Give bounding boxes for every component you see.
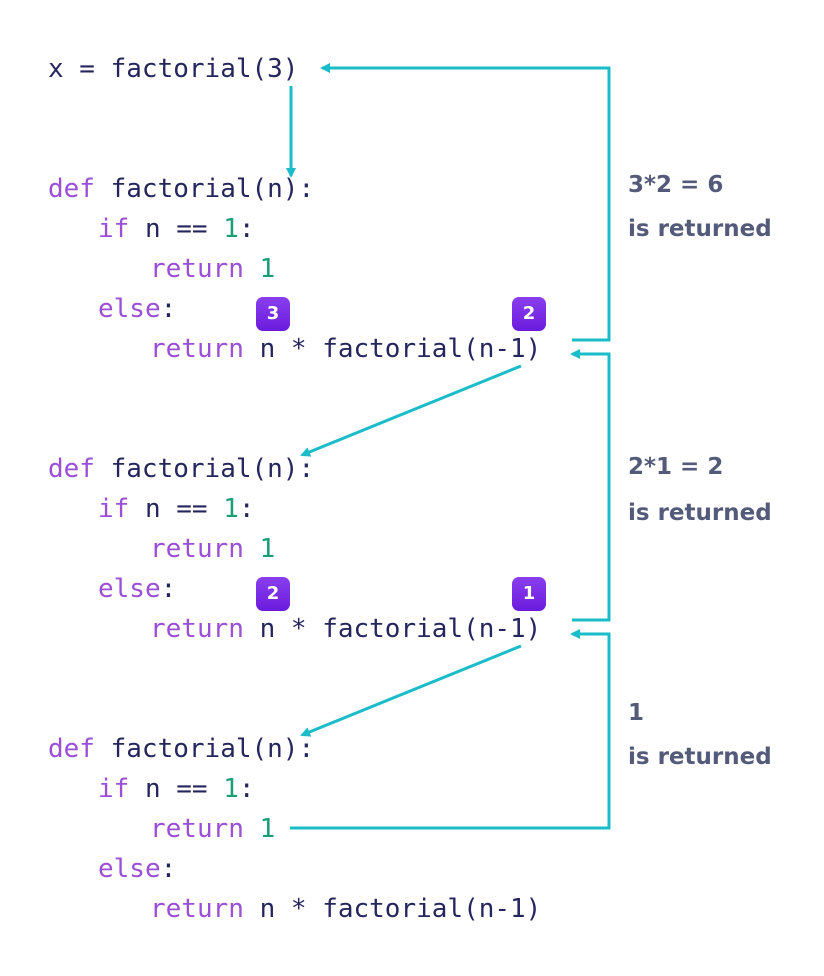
return-value-2: 2*1 = 2 xyxy=(628,454,724,480)
return-label-3: is returned xyxy=(628,744,772,770)
call-arrow-3 xyxy=(300,644,522,737)
def-line: def factorial(n): xyxy=(48,174,315,204)
return-value-1: 3*2 = 6 xyxy=(628,172,724,198)
return-recursive-line: return n * factorial(n-1) xyxy=(150,334,542,364)
if-line: if n == 1: xyxy=(98,774,255,804)
if-line: if n == 1: xyxy=(98,214,255,244)
step-badge-right: 1 xyxy=(512,577,546,611)
return-arrow-3 xyxy=(290,629,611,830)
else-line: else: xyxy=(98,294,177,324)
return-base-line: return 1 xyxy=(150,814,276,844)
return-base-line: return 1 xyxy=(150,534,276,564)
return-label-2: is returned xyxy=(628,500,772,526)
if-line: if n == 1: xyxy=(98,494,255,524)
top-call-line: x = factorial(3) xyxy=(48,54,298,84)
return-value-3: 1 xyxy=(628,700,645,726)
return-base-line: return 1 xyxy=(150,254,276,284)
assign-prefix: x = xyxy=(48,54,111,84)
step-badge-right: 2 xyxy=(512,297,546,331)
return-recursive-line: return n * factorial(n-1) xyxy=(150,614,542,644)
def-line: def factorial(n): xyxy=(48,734,315,764)
def-line: def factorial(n): xyxy=(48,454,315,484)
call-arrow-2 xyxy=(300,364,522,457)
initial-call: factorial(3) xyxy=(110,54,299,84)
return-arrow-2 xyxy=(570,349,611,622)
return-recursive-line: return n * factorial(n-1) xyxy=(150,894,542,924)
return-arrow-1 xyxy=(320,63,611,342)
return-label-1: is returned xyxy=(628,216,772,242)
else-line: else: xyxy=(98,854,177,884)
else-line: else: xyxy=(98,574,177,604)
step-badge-left: 2 xyxy=(256,577,290,611)
step-badge-left: 3 xyxy=(256,297,290,331)
